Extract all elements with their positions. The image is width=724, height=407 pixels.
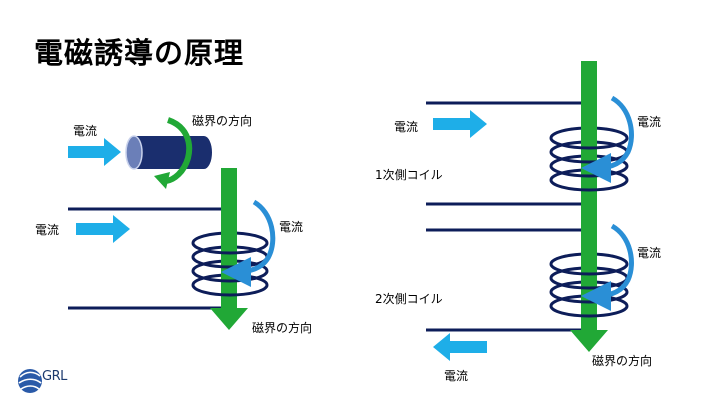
magnetic-field-arrow-icon (570, 61, 608, 352)
input-current-label: 電流 (394, 120, 419, 134)
page-title: 電磁誘導の原理 (34, 36, 245, 70)
magnetic-field-arrow-icon (210, 168, 248, 330)
secondary-curl-arrow-icon (581, 223, 634, 311)
input-current-arrow-icon (433, 110, 487, 138)
field-direction-label-right: 磁界の方向 (592, 354, 653, 368)
wire-current-label: 電流 (35, 223, 60, 237)
primary-curl-arrow-icon (581, 95, 634, 183)
wire-current-arrow-icon (76, 215, 130, 243)
primary-coil-label: 1次側コイル (375, 168, 443, 182)
field-curl-arrow-icon (154, 117, 193, 189)
grl-logo-text: GRL (42, 369, 67, 384)
grl-globe-icon (18, 369, 42, 393)
output-current-label: 電流 (444, 369, 469, 383)
magnet-current-label: 電流 (73, 124, 98, 138)
secondary-coil-label: 2次側コイル (375, 292, 443, 306)
conductor-cylinder-icon (125, 135, 212, 170)
coil-current-curl-icon (221, 199, 276, 287)
magnet-field-label: 磁界の方向 (192, 114, 253, 128)
bottom-coil-current-label: 電流 (637, 246, 662, 260)
field-direction-label-left: 磁界の方向 (252, 321, 313, 335)
output-current-arrow-icon (433, 333, 487, 361)
current-arrow-icon (68, 138, 121, 166)
top-coil-current-label: 電流 (637, 115, 662, 129)
coil-current-label: 電流 (279, 220, 304, 234)
